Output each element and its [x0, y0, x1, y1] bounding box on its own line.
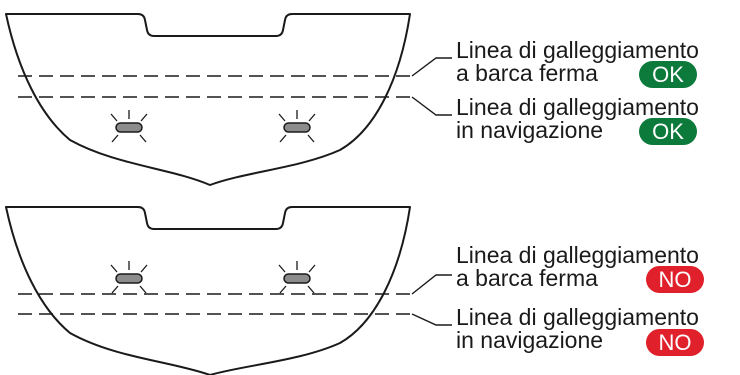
badge-ok-rest-text: OK: [652, 62, 684, 87]
badge-no-rest-text: NO: [659, 267, 692, 292]
label-cruise-top-line2: in navigazione: [456, 117, 603, 143]
label-cruise-bottom-line1: Linea di galleggiamento: [456, 304, 699, 330]
badge-ok-cruise-bg: [639, 118, 697, 145]
badge-no-cruise-text: NO: [659, 330, 692, 355]
label-cruise-top-line1: Linea di galleggiamento: [456, 94, 699, 120]
leader-rest-bottom: [411, 274, 452, 295]
hull-bottom: [5, 206, 411, 375]
badge-ok-rest-bg: [639, 61, 697, 88]
badge-no-rest-bg: [646, 266, 704, 293]
badge-ok-rest: OK: [639, 61, 697, 88]
hull-top: [5, 13, 411, 186]
badge-no-cruise: NO: [646, 329, 704, 356]
lamp-left-bottom: [110, 261, 148, 294]
lamp-right-top: [278, 110, 316, 143]
leader-cruise-top: [411, 96, 452, 116]
label-rest-top-line2: a barca ferma: [456, 60, 598, 86]
leader-cruise-bottom: [411, 313, 452, 326]
badge-no-rest: NO: [646, 266, 704, 293]
panel-correct: Linea di galleggiamento a barca ferma OK…: [5, 13, 699, 186]
lamp-right-bottom: [278, 261, 316, 294]
panel-incorrect: Linea di galleggiamento a barca ferma NO…: [5, 206, 704, 375]
leader-rest-top: [411, 57, 452, 77]
label-rest-bottom-line1: Linea di galleggiamento: [456, 242, 699, 268]
label-rest-top-line1: Linea di galleggiamento: [456, 37, 699, 63]
badge-no-cruise-bg: [646, 329, 704, 356]
lamp-left-top: [110, 110, 148, 143]
badge-ok-cruise: OK: [639, 118, 697, 145]
label-cruise-bottom-line2: in navigazione: [456, 327, 603, 353]
label-rest-bottom-line2: a barca ferma: [456, 265, 598, 291]
badge-ok-cruise-text: OK: [652, 119, 684, 144]
